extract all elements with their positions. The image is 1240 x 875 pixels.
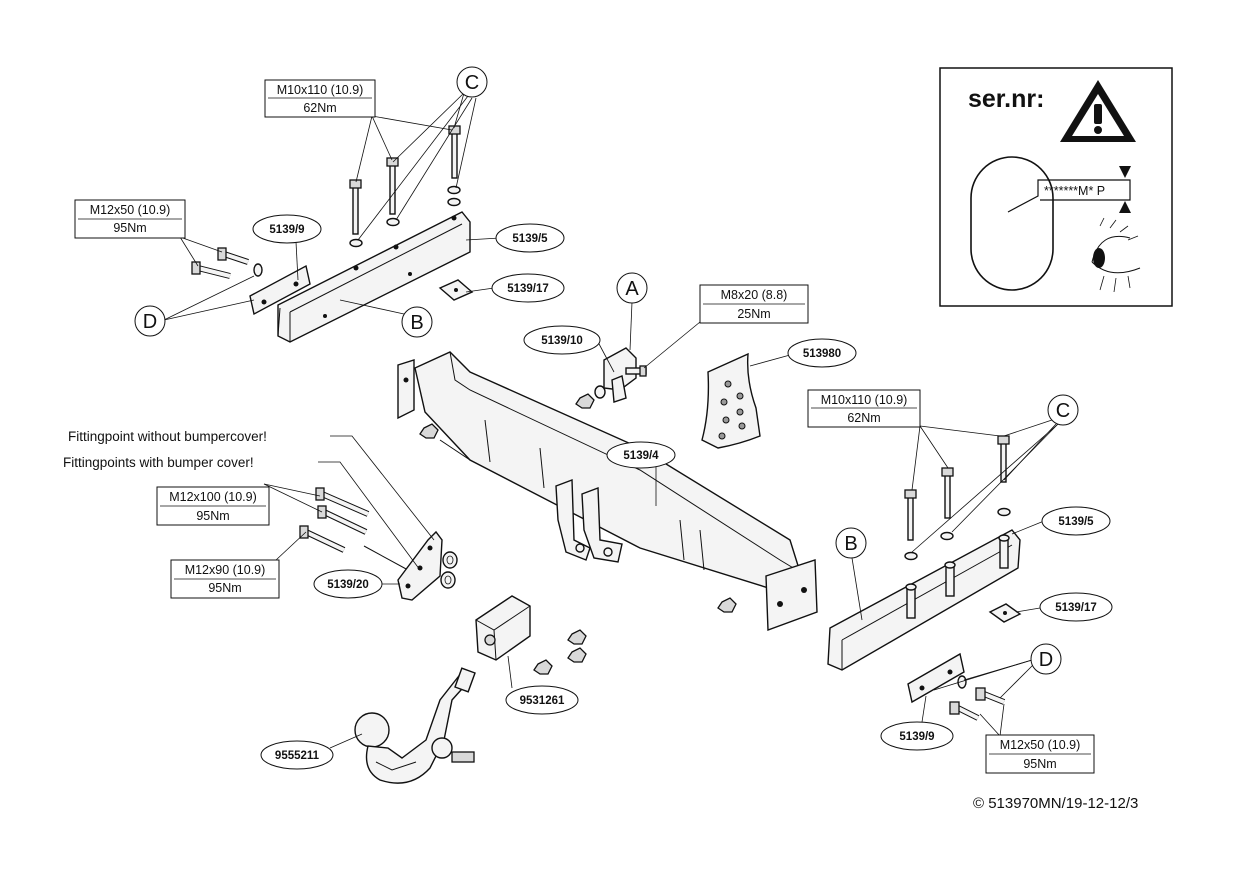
- svg-text:5139/9: 5139/9: [899, 731, 934, 743]
- letter-c-right: C: [1047, 394, 1079, 426]
- hardware-bag: [701, 352, 761, 449]
- svg-text:95Nm: 95Nm: [208, 581, 241, 595]
- part-label-5139-20: 5139/20: [313, 569, 383, 599]
- right-bolts-d: [949, 675, 1006, 721]
- svg-text:5139/17: 5139/17: [1055, 602, 1097, 614]
- svg-text:5139/17: 5139/17: [507, 283, 549, 295]
- letter-b-left: B: [401, 306, 433, 338]
- eye-icon: [1091, 217, 1141, 293]
- svg-text:25Nm: 25Nm: [737, 307, 770, 321]
- svg-text:D: D: [143, 311, 157, 333]
- letter-a: A: [616, 272, 648, 304]
- svg-text:M12x50 (10.9): M12x50 (10.9): [90, 203, 171, 217]
- svg-text:D: D: [1039, 649, 1053, 671]
- svg-text:M8x20 (8.8): M8x20 (8.8): [721, 288, 788, 302]
- left-side-rail: [277, 211, 471, 343]
- svg-text:5139/10: 5139/10: [541, 335, 583, 347]
- spec-box-bumper-short: M12x90 (10.9) 95Nm: [170, 559, 280, 599]
- svg-text:M12x50 (10.9): M12x50 (10.9): [1000, 738, 1081, 752]
- svg-text:M12x90 (10.9): M12x90 (10.9): [185, 563, 266, 577]
- svg-text:513980: 513980: [803, 348, 841, 360]
- spec-box-left-d: M12x50 (10.9) 95Nm: [74, 199, 186, 239]
- part-label-5139-5-left: 5139/5: [495, 223, 565, 253]
- part-label-9531261: 9531261: [505, 685, 579, 715]
- right-side-rail: [827, 529, 1021, 671]
- serial-number-panel: ser.nr: *******M* P: [939, 67, 1173, 307]
- letter-b-right: B: [835, 527, 867, 559]
- right-small-plate-17: [988, 603, 1022, 623]
- part-label-5139-17-left: 5139/17: [491, 273, 565, 303]
- left-reinforcement-plate: [249, 264, 311, 316]
- tag-plate-icon: [970, 156, 1131, 291]
- svg-text:95Nm: 95Nm: [1023, 757, 1056, 771]
- part-label-5139-5-right: 5139/5: [1041, 506, 1111, 536]
- spec-box-top-c: M10x110 (10.9) 62Nm: [264, 79, 376, 118]
- copyright-footer: © 513970MN/19-12-12/3: [973, 795, 1138, 812]
- svg-text:9555211: 9555211: [275, 750, 320, 762]
- left-bolts-d: [191, 247, 263, 279]
- svg-text:5139/20: 5139/20: [327, 579, 369, 591]
- svg-text:C: C: [465, 72, 479, 94]
- bumper-bolts: [299, 487, 409, 571]
- serial-code: *******M* P: [1044, 184, 1105, 198]
- svg-text:A: A: [625, 278, 639, 300]
- part-label-5139-17-right: 5139/17: [1039, 592, 1113, 622]
- part-label-5139-9-right: 5139/9: [880, 721, 954, 751]
- leader-lines: [163, 92, 1059, 749]
- socket-bracket: [475, 595, 587, 675]
- svg-text:62Nm: 62Nm: [303, 101, 336, 115]
- bumper-bracket: [397, 530, 458, 601]
- towball: [354, 667, 476, 784]
- right-bolts-c: [904, 435, 1011, 561]
- right-reinforcement-plate: [907, 652, 965, 704]
- svg-text:95Nm: 95Nm: [113, 221, 146, 235]
- spec-box-right-c: M10x110 (10.9) 62Nm: [807, 389, 921, 428]
- part-label-9555211: 9555211: [260, 740, 334, 770]
- main-crossbar: [397, 351, 818, 631]
- letter-d-right: D: [1030, 643, 1062, 675]
- svg-text:5139/9: 5139/9: [269, 224, 304, 236]
- svg-text:M12x100 (10.9): M12x100 (10.9): [169, 490, 257, 504]
- svg-text:9531261: 9531261: [520, 695, 565, 707]
- svg-text:M10x110 (10.9): M10x110 (10.9): [277, 83, 364, 97]
- warning-triangle-icon: [1060, 80, 1136, 142]
- spec-box-right-d: M12x50 (10.9) 95Nm: [985, 734, 1095, 774]
- crossbar-nuts: [419, 423, 737, 613]
- letter-c-top: C: [456, 66, 488, 98]
- part-label-5139-9-left: 5139/9: [252, 214, 322, 244]
- part-label-5139-4: 5139/4: [606, 441, 676, 469]
- svg-text:B: B: [844, 533, 857, 555]
- spec-box-a: M8x20 (8.8) 25Nm: [699, 284, 809, 324]
- svg-text:5139/4: 5139/4: [623, 450, 659, 462]
- svg-text:B: B: [410, 312, 423, 334]
- left-small-plate-17: [438, 279, 474, 301]
- bracket-a: [575, 347, 647, 409]
- part-label-5139-10: 5139/10: [523, 325, 601, 355]
- svg-text:62Nm: 62Nm: [847, 411, 880, 425]
- svg-text:5139/5: 5139/5: [512, 233, 548, 245]
- note-fitting-without-bumpercover: Fittingpoint without bumpercover!: [68, 429, 267, 444]
- svg-text:95Nm: 95Nm: [196, 509, 229, 523]
- letter-d-left: D: [134, 305, 166, 337]
- spec-box-bumper-long: M12x100 (10.9) 95Nm: [156, 486, 270, 526]
- serial-title: ser.nr:: [968, 85, 1044, 113]
- note-fitting-with-bumpercover: Fittingpoints with bumper cover!: [63, 455, 254, 470]
- part-label-513980: 513980: [787, 338, 857, 368]
- svg-text:5139/5: 5139/5: [1058, 516, 1094, 528]
- svg-text:M10x110 (10.9): M10x110 (10.9): [821, 393, 908, 407]
- left-bolts-c: [349, 125, 461, 248]
- svg-text:C: C: [1056, 400, 1070, 422]
